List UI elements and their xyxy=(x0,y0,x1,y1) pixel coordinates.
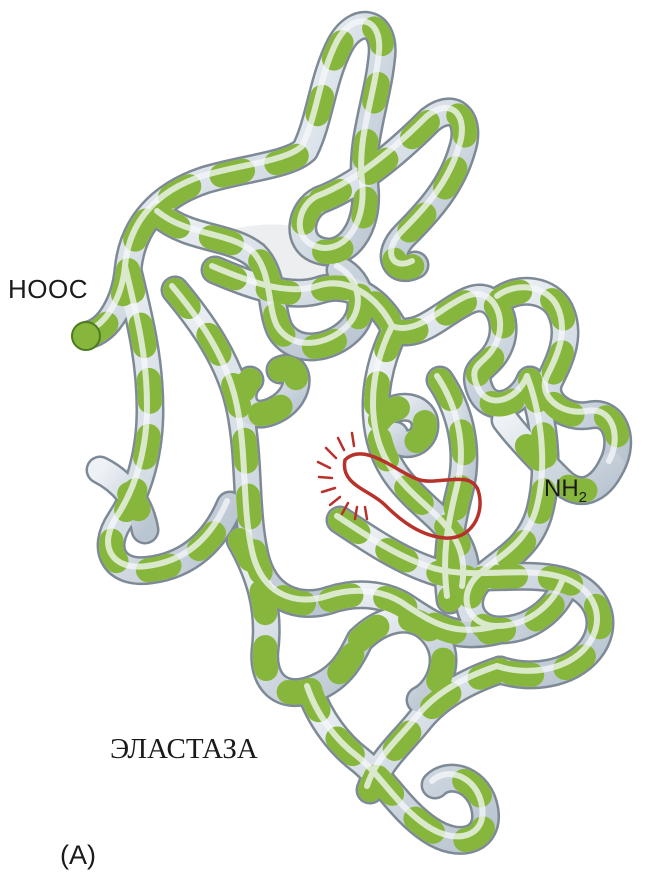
n-terminus-subscript: 2 xyxy=(579,489,587,506)
n-terminus-base: NH xyxy=(544,475,579,502)
c-terminus-stub xyxy=(72,322,100,350)
panel-label: (A) xyxy=(60,840,96,871)
c-terminus-label: HOOC xyxy=(8,274,88,305)
protein-backbone xyxy=(85,21,618,840)
figure-title: ЭЛАСТАЗА xyxy=(110,733,258,766)
n-terminus-label: NH2 xyxy=(544,475,587,506)
